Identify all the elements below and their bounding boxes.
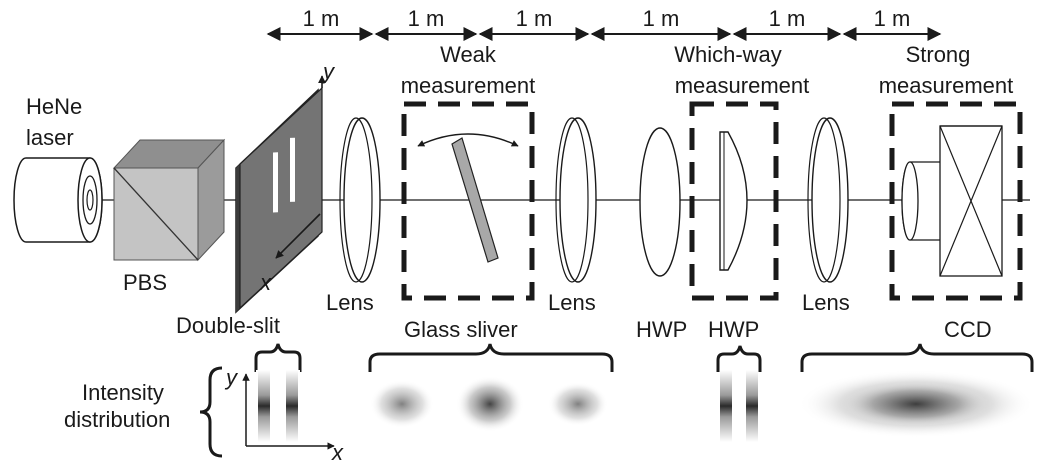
axis-x-top: x: [259, 270, 272, 295]
distance-label-4: 1 m: [643, 6, 680, 31]
ccd-camera: [901, 125, 1003, 277]
weak-measurement-box: Weak measurement: [401, 42, 536, 301]
glass-sliver-element: [451, 137, 499, 263]
lens-2: Lens: [548, 117, 597, 315]
glass-sliver-pattern: [370, 376, 608, 432]
intensity-distribution: Intensity distribution y x: [64, 365, 1034, 464]
lens-2-label: Lens: [548, 290, 596, 315]
axis-y-top: y: [321, 59, 336, 84]
laser-label-line1: HeNe: [26, 94, 82, 119]
lens-1-label: Lens: [326, 290, 374, 315]
whichway-label-line1: Which-way: [674, 42, 782, 67]
laser-label-line2: laser: [26, 125, 74, 150]
hwp-2-label: HWP: [708, 317, 759, 342]
hwp-2-element: [719, 131, 748, 271]
axis-y-bottom: y: [224, 365, 239, 390]
intensity-label-line1: Intensity: [82, 380, 164, 405]
pbs-cube: PBS: [112, 138, 226, 295]
axis-x-bottom: x: [331, 440, 344, 464]
ccd-pattern: [798, 370, 1034, 438]
hwp-1: HWP: [636, 127, 687, 342]
hwp-1-label: HWP: [636, 317, 687, 342]
distance-label-6: 1 m: [874, 6, 911, 31]
double-slit-label: Double-slit: [176, 313, 280, 338]
intensity-label-line2: distribution: [64, 407, 170, 432]
pbs-label: PBS: [123, 270, 167, 295]
distance-arrows: 1 m 1 m 1 m 1 m 1 m 1 m: [266, 6, 942, 41]
hwp-pattern: [720, 370, 758, 442]
distance-label-3: 1 m: [516, 6, 553, 31]
lens-3: Lens: [802, 117, 850, 315]
strong-label-line2: measurement: [879, 73, 1014, 98]
distance-label-2: 1 m: [408, 6, 445, 31]
weak-label-line1: Weak: [440, 42, 497, 67]
strong-label-line1: Strong: [906, 42, 971, 67]
component-labels: Double-slit Glass sliver CCD: [176, 313, 1034, 372]
hene-laser: HeNe laser: [13, 94, 103, 243]
distance-label-5: 1 m: [769, 6, 806, 31]
lens-1: Lens: [326, 117, 381, 315]
lens-3-label: Lens: [802, 290, 850, 315]
weak-label-line2: measurement: [401, 73, 536, 98]
strong-measurement-box: Strong measurement: [879, 42, 1023, 301]
double-slit-plate: y x: [235, 59, 336, 314]
whichway-measurement-box: Which-way measurement HWP: [674, 42, 809, 342]
whichway-label-line2: measurement: [675, 73, 810, 98]
distance-label-1: 1 m: [303, 6, 340, 31]
glass-sliver-label: Glass sliver: [404, 317, 518, 342]
ccd-label: CCD: [944, 317, 992, 342]
